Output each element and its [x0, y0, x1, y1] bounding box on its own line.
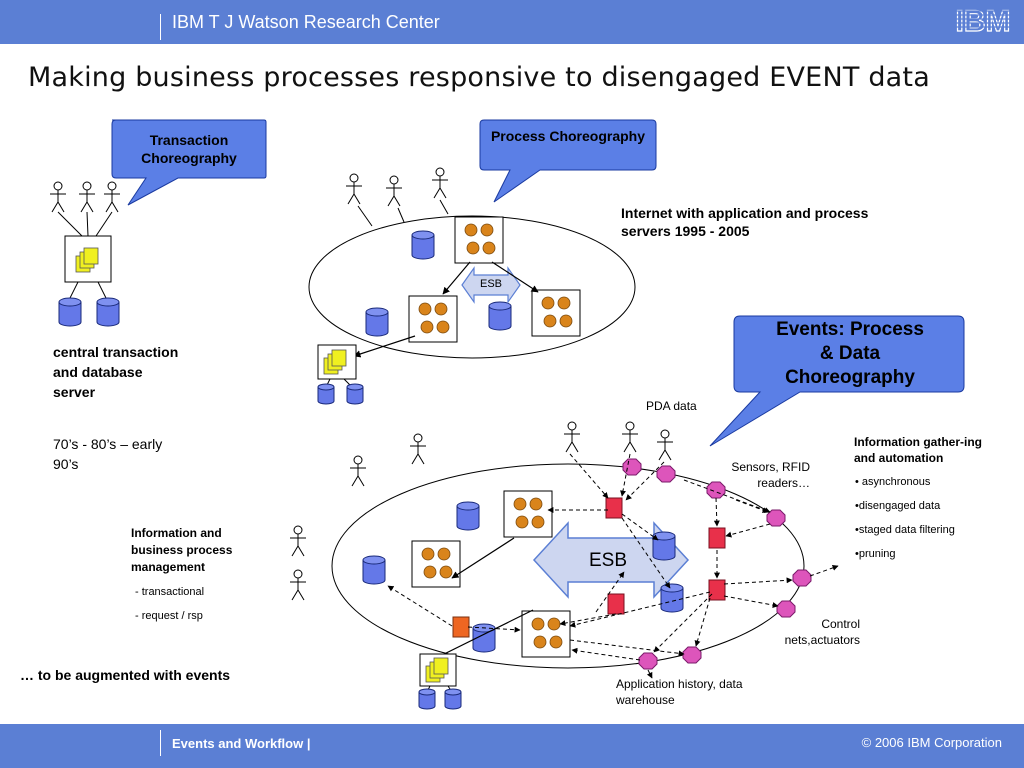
gather-item-2: •disengaged data: [855, 500, 941, 512]
process-callout: [479, 119, 657, 203]
footer-separator: [160, 730, 161, 756]
era-label: 70’s - 80’s – early 90’s: [53, 436, 163, 472]
top-users: [345, 167, 449, 227]
database-icon: [365, 307, 389, 337]
esb-small-label: ESB: [479, 278, 502, 290]
esb-small-arrow: [461, 266, 521, 304]
app-server-node: [503, 490, 553, 538]
app-server-node: [521, 610, 571, 658]
gather-item-3: •staged data filtering: [855, 524, 955, 536]
app-history-label: Application history, data warehouse: [616, 677, 743, 707]
pda-users: [563, 421, 674, 461]
control-label: Control nets,actuators: [784, 617, 860, 647]
user-icon: [621, 421, 639, 453]
esb-large-label: ESB: [588, 550, 628, 571]
event-sensor-icon: [776, 600, 796, 618]
database-icon: [660, 583, 684, 613]
central-server-label: central transaction and database server: [53, 344, 179, 400]
event-flows: [387, 453, 839, 679]
gather-item-1: • asynchronous: [855, 476, 931, 488]
header-bar: IBM T J Watson Research Center IBM: [0, 0, 1024, 44]
research-center-name: IBM T J Watson Research Center: [172, 12, 440, 32]
event-source-red: [607, 593, 625, 615]
event-sensor-icon: [656, 465, 676, 483]
database-icon: [488, 301, 512, 331]
process-callout-text: Process Choreography: [490, 128, 646, 144]
internet-label: Internet with application and process se…: [621, 205, 869, 239]
database-icon: [444, 688, 462, 710]
user-icon: [103, 181, 121, 213]
process-server-node: [454, 216, 504, 264]
pda-label: PDA data: [646, 399, 697, 413]
footer-bar: Events and Workflow | © 2006 IBM Corpora…: [0, 724, 1024, 768]
ibm-logo-text: IBM: [956, 5, 1011, 38]
user-icon: [349, 455, 367, 487]
database-icon: [58, 297, 82, 327]
database-icon: [411, 230, 435, 260]
user-icon: [656, 429, 674, 461]
database-icon: [96, 297, 120, 327]
event-source-red: [708, 527, 726, 549]
sensors-label: Sensors, RFID readers…: [731, 460, 810, 490]
process-server-node: [408, 295, 458, 343]
slide-title: Making business processes responsive to …: [28, 62, 930, 93]
user-icon: [289, 569, 307, 601]
gather-heading: Information gather-ing and automation: [854, 435, 982, 465]
left-users: [49, 181, 121, 237]
footer-topic: Events and Workflow |: [172, 736, 311, 751]
database-icon: [652, 531, 676, 561]
ibm-logo: IBM: [948, 4, 1018, 38]
user-icon: [563, 421, 581, 453]
user-icon: [289, 525, 307, 557]
event-source-red: [708, 579, 726, 601]
process-server-node: [531, 289, 581, 337]
user-icon: [431, 167, 449, 199]
augment-label: … to be augmented with events: [20, 667, 231, 683]
event-sensor-icon: [682, 646, 702, 664]
user-icon: [78, 181, 96, 213]
gather-item-4: •pruning: [855, 548, 896, 560]
database-icon: [317, 383, 335, 405]
user-icon: [409, 433, 427, 465]
database-icon: [362, 555, 386, 585]
database-icon: [418, 688, 436, 710]
esb-large-arrow: [532, 521, 690, 599]
user-icon: [49, 181, 67, 213]
event-source-red: [605, 497, 623, 519]
database-icon: [456, 501, 480, 531]
transaction-callout: [111, 119, 267, 206]
user-icon: [385, 175, 403, 207]
event-sensor-icon: [792, 569, 812, 587]
architecture-diagram: [49, 119, 965, 710]
database-icon: [346, 383, 364, 405]
transaction-callout-text: Transaction Choreography: [141, 132, 237, 166]
events-callout: [709, 315, 965, 447]
events-callout-text: Events: Process & Data Choreography: [776, 319, 924, 388]
request-label: - request / rsp: [135, 610, 203, 622]
info-mgmt-label: Information and business process managem…: [131, 526, 233, 574]
app-server-node: [411, 540, 461, 588]
event-sensor-icon: [622, 458, 642, 476]
logo-stripes: [948, 10, 1018, 28]
user-icon: [345, 173, 363, 205]
header-separator: [160, 14, 161, 40]
event-source-orange: [452, 616, 470, 638]
event-sensor-icon: [638, 652, 658, 670]
footer-copyright: © 2006 IBM Corporation: [861, 735, 1002, 750]
transactional-label: - transactional: [135, 586, 205, 598]
